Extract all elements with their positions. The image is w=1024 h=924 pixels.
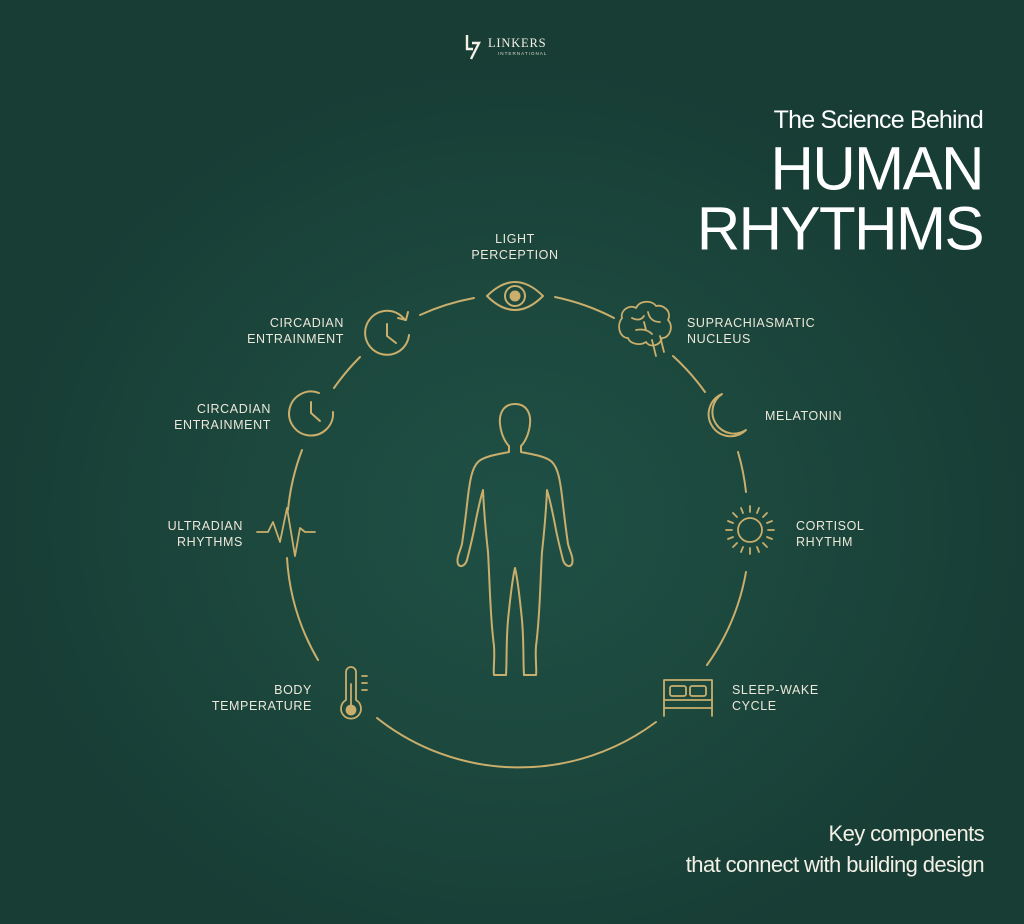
brand-subtitle: INTERNATIONAL bbox=[498, 50, 548, 56]
page-title: The Science Behind HUMAN RHYTHMS bbox=[696, 104, 985, 263]
label-melatonin: MELATONIN bbox=[765, 409, 843, 423]
title-line-1: HUMAN bbox=[770, 134, 985, 203]
label-circadian-entrainment-upper: CIRCADIAN ENTRAINMENT bbox=[247, 316, 344, 346]
human-figure-icon bbox=[456, 403, 574, 676]
eye-icon bbox=[486, 281, 544, 311]
sun-icon bbox=[725, 505, 775, 555]
brand-name: LINKERS bbox=[488, 36, 547, 51]
label-ultradian-rhythms: ULTRADIAN RHYTHMS bbox=[167, 519, 243, 549]
clock-icon bbox=[288, 390, 335, 437]
thermometer-icon bbox=[340, 666, 368, 720]
footer-line-2: that connect with building design bbox=[685, 852, 985, 877]
moon-icon bbox=[707, 393, 747, 438]
linkers-logo-icon bbox=[465, 35, 481, 60]
label-cortisol-rhythm: CORTISOL RHYTHM bbox=[796, 519, 865, 549]
heartbeat-icon bbox=[256, 507, 316, 557]
brain-icon bbox=[618, 300, 672, 357]
footer-caption: Key components that connect with buildin… bbox=[685, 818, 985, 880]
circle-ring bbox=[286, 296, 747, 769]
title-top: The Science Behind bbox=[773, 106, 984, 134]
label-body-temperature: BODY TEMPERATURE bbox=[211, 683, 312, 713]
brand-logo: LINKERS INTERNATIONAL bbox=[464, 32, 564, 62]
label-circadian-entrainment-lower: CIRCADIAN ENTRAINMENT bbox=[174, 402, 271, 432]
bed-icon bbox=[663, 679, 713, 717]
label-suprachiasmatic-nucleus: SUPRACHIASMATIC NUCLEUS bbox=[687, 316, 816, 346]
label-sleep-wake-cycle: SLEEP-WAKE CYCLE bbox=[732, 683, 819, 713]
label-light-perception: LIGHT PERCEPTION bbox=[471, 232, 559, 262]
footer-line-1: Key components bbox=[828, 821, 985, 846]
title-line-2: RHYTHMS bbox=[696, 194, 985, 263]
clock-refresh-icon bbox=[364, 309, 410, 356]
